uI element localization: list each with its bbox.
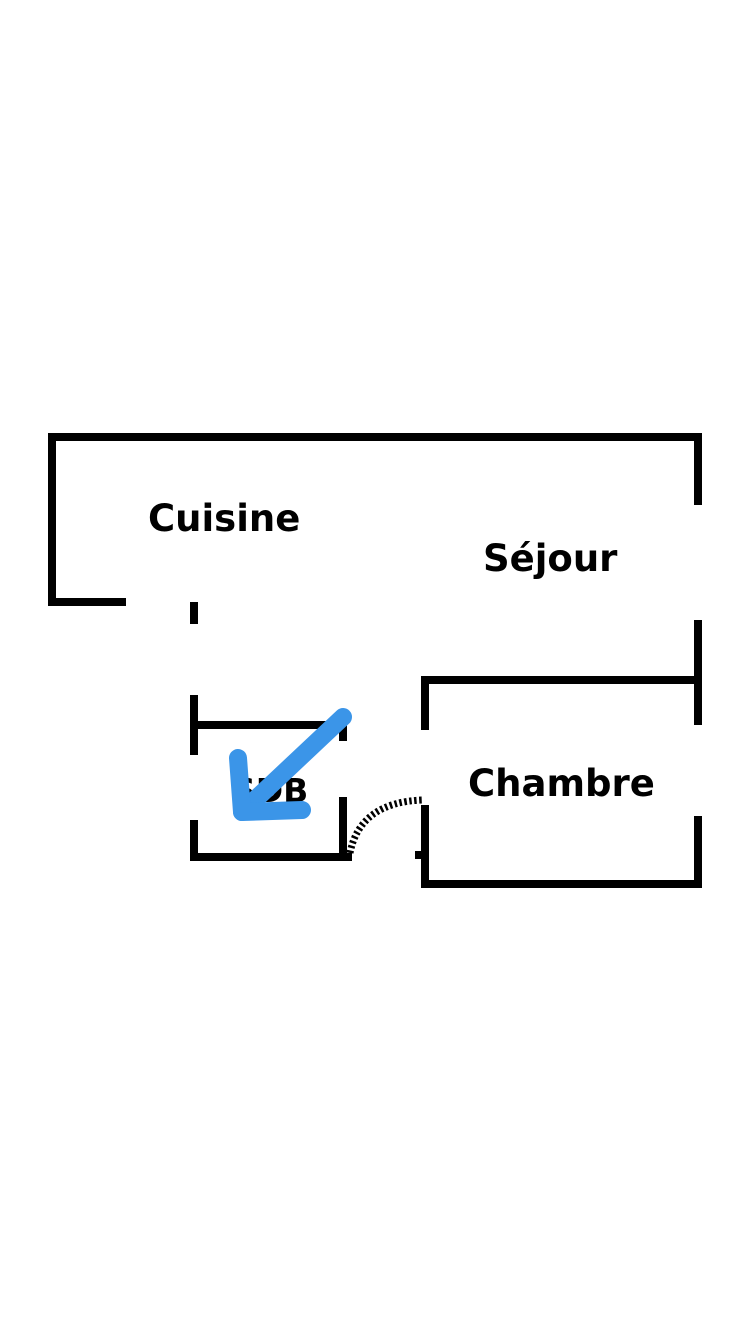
chambre-bottom-wall [415, 805, 702, 888]
sdb-bottom-wall [190, 797, 352, 861]
room-label-sejour: Séjour [483, 537, 618, 580]
room-label-cuisine: Cuisine [148, 497, 300, 540]
door-swing-arc [346, 796, 424, 854]
chambre-top-wall [421, 676, 698, 730]
arrow-annotation-icon [229, 708, 352, 821]
room-label-chambre: Chambre [468, 762, 655, 805]
outer-wall-top-left [48, 433, 702, 606]
